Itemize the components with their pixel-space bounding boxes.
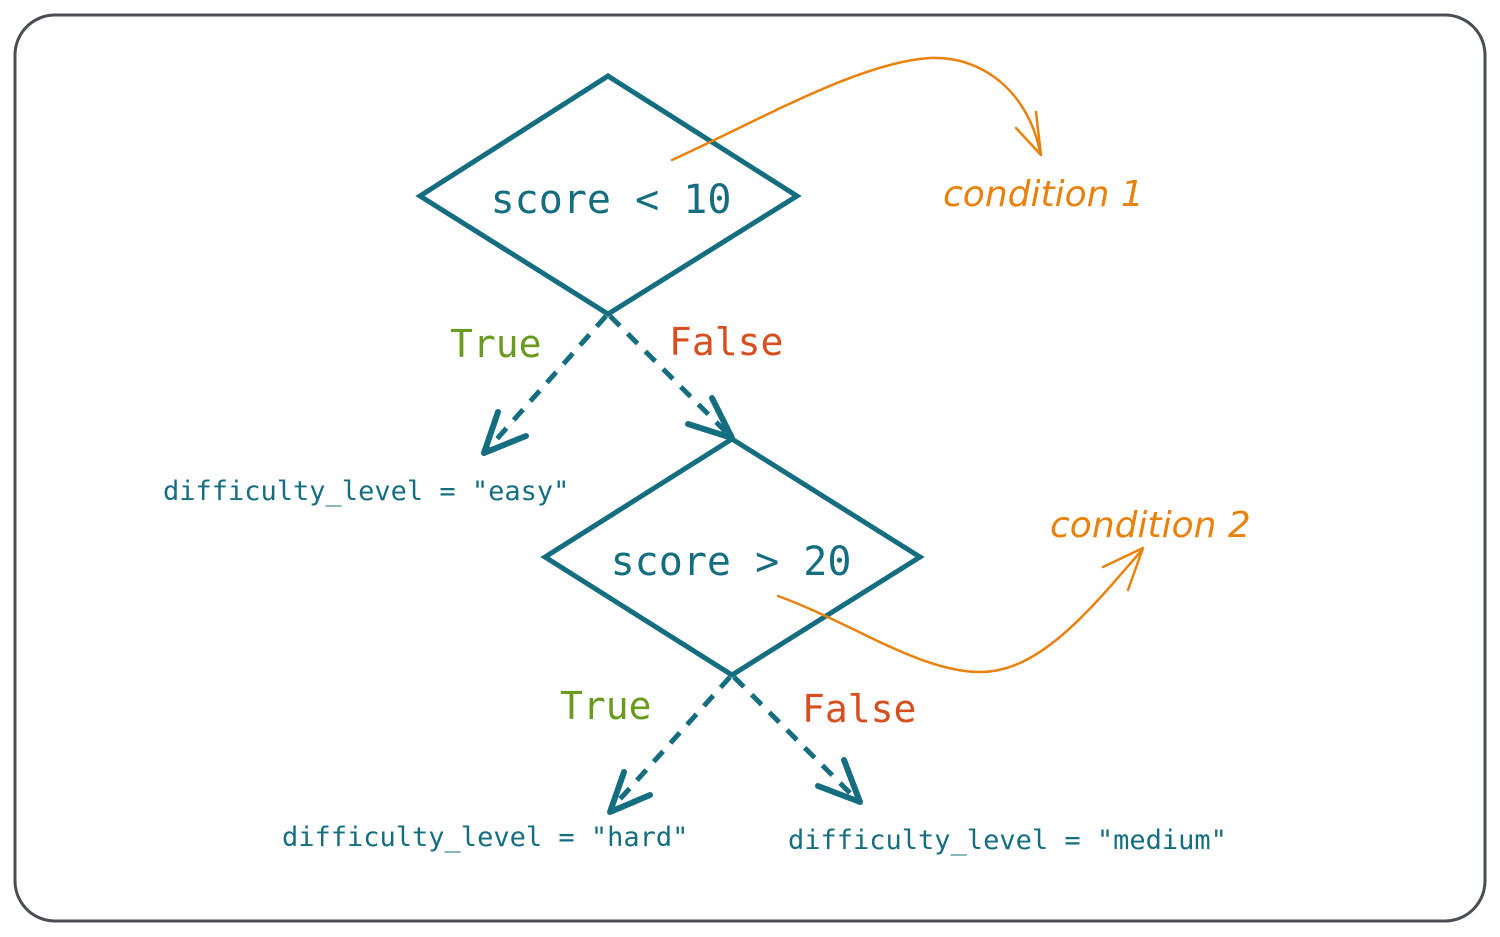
decision-diamond-1 bbox=[415, 73, 802, 317]
branch-1-true-arrowhead bbox=[481, 409, 529, 456]
result-hard: difficulty_level = "hard" bbox=[282, 822, 688, 853]
result-medium: difficulty_level = "medium" bbox=[788, 825, 1227, 856]
diagram-frame bbox=[13, 13, 1487, 923]
branch-1-false-arrow bbox=[608, 314, 730, 436]
condition-1-pointer-arrow bbox=[670, 56, 1042, 162]
branch-1-false-label: False bbox=[669, 320, 783, 364]
decision-1-condition: score < 10 bbox=[491, 177, 732, 223]
condition-1-pointer-arrowhead bbox=[1014, 110, 1043, 157]
condition-2-pointer-arrowhead bbox=[1101, 546, 1145, 592]
condition-2-annotation: condition 2 bbox=[1050, 505, 1251, 546]
condition-2-pointer-arrow bbox=[776, 548, 1144, 674]
branch-2-false-arrowhead bbox=[815, 757, 863, 805]
branch-1-true-arrow bbox=[486, 314, 608, 451]
branch-2-true-arrow bbox=[610, 675, 732, 810]
decision-2-condition: score > 20 bbox=[611, 539, 852, 585]
decision-diamond-2 bbox=[540, 436, 925, 678]
result-easy: difficulty_level = "easy" bbox=[163, 476, 569, 507]
condition-1-annotation: condition 1 bbox=[943, 174, 1144, 215]
branch-2-true-label: True bbox=[560, 684, 652, 728]
branch-2-false-label: False bbox=[802, 687, 916, 731]
branch-1-true-label: True bbox=[450, 322, 542, 366]
branch-2-true-arrowhead bbox=[607, 769, 653, 815]
branch-2-false-arrow bbox=[732, 675, 857, 800]
